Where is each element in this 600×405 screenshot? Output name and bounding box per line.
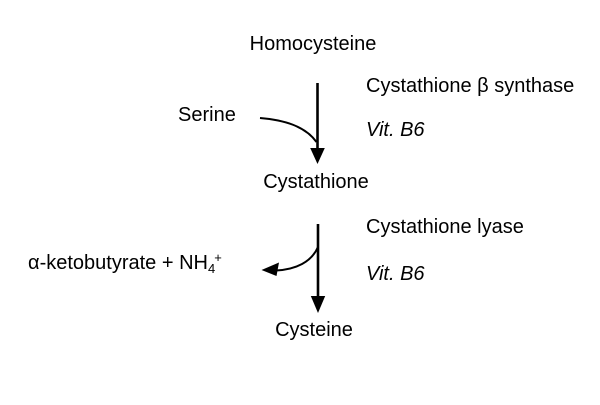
cofactor-vit-b6-reaction2: Vit. B6: [366, 263, 425, 285]
byproduct-branch-curve: [275, 246, 319, 272]
byproduct-text: α-ketobutyrate + NH: [28, 252, 208, 274]
byproduct-subscript: 4: [207, 261, 216, 276]
enzyme-cystathione-beta-synthase: Cystathione β synthase: [366, 75, 575, 97]
byproduct-superscript: +: [214, 250, 222, 265]
enzyme-cystathione-lyase: Cystathione lyase: [366, 216, 524, 238]
byproduct-alpha-ketobutyrate-ammonium: α-ketobutyrate + NH4+: [28, 250, 222, 276]
reaction2-arrowhead: [310, 296, 326, 313]
reaction1-arrowhead: [310, 148, 325, 164]
byproduct-branch-arrowhead: [261, 262, 279, 276]
cofactor-vit-b6-reaction1: Vit. B6: [366, 119, 425, 141]
co-substrate-serine: Serine: [178, 104, 236, 126]
serine-merge-curve: [259, 117, 318, 143]
node-cystathione: Cystathione: [263, 171, 369, 193]
node-cysteine: Cysteine: [275, 319, 353, 341]
node-homocysteine: Homocysteine: [249, 33, 377, 55]
